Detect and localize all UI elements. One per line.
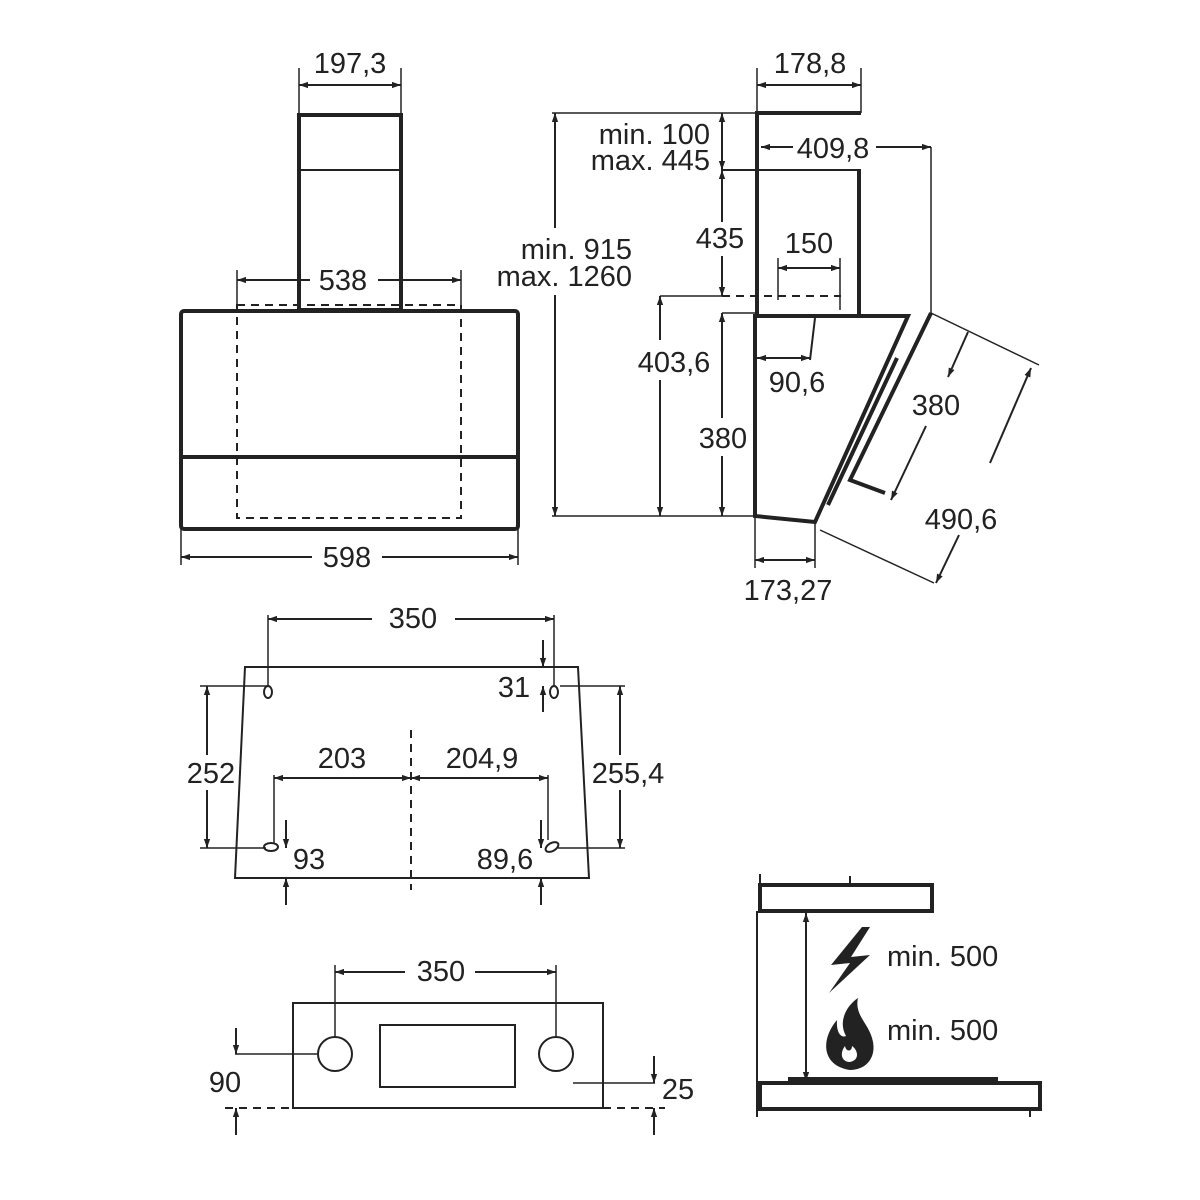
label-chimney-depth: 178,8: [774, 48, 847, 80]
label-bottom-depth: 173,27: [744, 575, 833, 607]
top-view: 350 90 25: [209, 956, 694, 1135]
front-bracket-outline: [236, 304, 462, 519]
label-right-half: 204,9: [446, 743, 519, 775]
clearance-hood: [758, 883, 934, 913]
dim-glass-diagonal-bottom: [935, 534, 960, 584]
label-right-offset: 25: [662, 1074, 694, 1106]
clearance-hob: [788, 1077, 998, 1084]
label-hood-width: 598: [323, 542, 371, 574]
ext-line: [819, 529, 935, 584]
dim-glass-panel-top: [947, 331, 969, 378]
clearance-view: min. 500 min. 500: [756, 874, 1042, 1117]
label-total-height-max: max. 1260: [497, 261, 632, 293]
label-gas-clearance: min. 500: [887, 1015, 998, 1047]
mount-hole-bottom-right: [544, 841, 560, 853]
label-left-half: 203: [318, 743, 366, 775]
mount-hole-bottom-left: [263, 842, 279, 852]
label-outlet-width: 150: [785, 228, 833, 260]
label-left-offset: 90: [209, 1067, 241, 1099]
mount-hole-top-right: [549, 685, 559, 699]
side-glass-panel: [847, 312, 933, 495]
side-glass-inner: [826, 357, 899, 506]
label-total-height-min: min. 915: [521, 234, 632, 266]
label-mount-holes: 350: [389, 603, 437, 635]
top-view-hole-left: [317, 1036, 353, 1072]
front-view: 197,3 538 598: [179, 48, 520, 574]
label-glass-height: 380: [699, 423, 747, 455]
label-electric-clearance: min. 500: [887, 941, 998, 973]
label-bottom-left: 93: [293, 844, 325, 876]
flame-icon: [826, 998, 874, 1070]
label-chimney-lower: 435: [696, 223, 744, 255]
side-outlet-center: [809, 317, 816, 361]
top-view-hole-right: [538, 1036, 574, 1072]
top-view-control-panel: [379, 1024, 516, 1088]
label-chimney-width: 197,3: [314, 48, 387, 80]
wall-mount-view: 350 31 252 255,4 203 204,9 93 89,6: [187, 603, 664, 905]
label-right-height: 255,4: [592, 758, 665, 790]
top-view-outline: [292, 1002, 604, 1109]
mount-plate-outline: [233, 666, 591, 879]
side-view: 178,8 min. 100 max. 445 min. 915 max. 12…: [497, 48, 1040, 607]
label-bottom-right: 89,6: [477, 844, 533, 876]
label-projection: 409,8: [797, 133, 870, 165]
dim-glass-panel-bottom: [890, 425, 927, 501]
label-bracket-width: 538: [319, 265, 367, 297]
label-glass-diagonal: 490,6: [925, 504, 998, 536]
label-top-offset: 31: [498, 672, 530, 704]
label-outlet-offset: 90,6: [769, 367, 825, 399]
label-left-height: 252: [187, 758, 235, 790]
clearance-cooktop: [758, 1081, 1042, 1111]
lightning-icon: [829, 927, 870, 993]
front-hood-body: [179, 309, 520, 531]
ext-line: [930, 312, 1040, 366]
label-overlap-min: min. 100: [599, 119, 710, 151]
label-glass-panel-height: 380: [912, 390, 960, 422]
mount-hole-top-left: [263, 685, 273, 699]
label-overlap-max: max. 445: [591, 145, 710, 177]
label-top-holes: 350: [417, 956, 465, 988]
label-body-height: 403,6: [638, 347, 711, 379]
dim-glass-diagonal-top: [989, 367, 1032, 464]
